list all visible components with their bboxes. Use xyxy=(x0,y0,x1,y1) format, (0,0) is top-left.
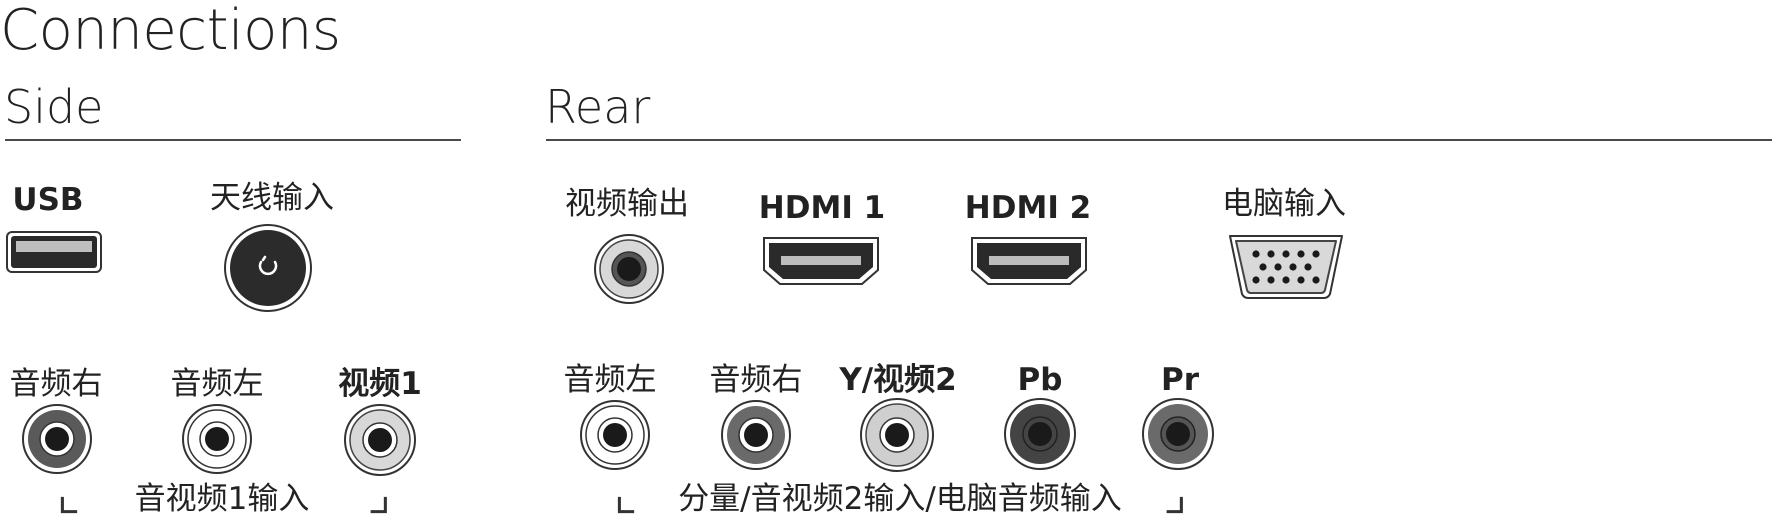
side-audio-left-jack-icon xyxy=(182,404,252,474)
side-audio-right-label: 音频右 xyxy=(9,366,103,402)
rear-pr-jack-icon xyxy=(1142,398,1214,470)
rear-group-label: 分量/音视频2输入/电脑音频输入 xyxy=(678,481,1122,517)
rear-audio-right-label: 音频右 xyxy=(709,362,803,398)
side-group-label: 音视频1输入 xyxy=(134,481,310,517)
rear-audio-right-jack-icon xyxy=(721,400,791,470)
rear-pr-label: Pr xyxy=(1160,362,1200,398)
hdmi1-port-icon xyxy=(763,237,879,285)
side-video1-label: 视频1 xyxy=(338,366,422,402)
side-video1-jack-icon xyxy=(344,404,416,476)
hdmi1-label: HDMI 1 xyxy=(758,190,886,226)
side-group-bracket-right: ∟ xyxy=(368,492,390,522)
side-divider xyxy=(5,139,461,141)
usb-port-icon xyxy=(6,231,102,273)
video-out-label: 视频输出 xyxy=(565,186,689,222)
hdmi2-label: HDMI 2 xyxy=(964,190,1092,226)
side-group-bracket-left: ∟ xyxy=(58,492,80,522)
rear-divider xyxy=(546,139,1772,141)
rear-pb-jack-icon xyxy=(1004,398,1076,470)
rear-group-bracket-left: ∟ xyxy=(615,492,637,522)
rear-heading: Rear xyxy=(545,80,651,134)
antenna-label: 天线输入 xyxy=(210,180,334,216)
side-audio-left-label: 音频左 xyxy=(170,366,264,402)
hdmi2-port-icon xyxy=(971,237,1087,285)
rear-audio-left-jack-icon xyxy=(580,400,650,470)
side-heading: Side xyxy=(4,80,104,134)
antenna-port-icon xyxy=(224,224,312,312)
rear-audio-left-label: 音频左 xyxy=(563,362,657,398)
rear-y-video2-label: Y/视频2 xyxy=(839,362,957,398)
page-title: Connections xyxy=(0,0,341,63)
rear-group-bracket-right: ∟ xyxy=(1164,492,1186,522)
video-out-jack-icon xyxy=(594,234,664,304)
rear-y-video2-jack-icon xyxy=(860,398,934,472)
rear-pb-label: Pb xyxy=(1017,362,1063,398)
pc-in-label: 电脑输入 xyxy=(1222,186,1346,222)
vga-port-icon xyxy=(1229,235,1343,299)
side-audio-right-jack-icon xyxy=(22,404,92,474)
usb-label: USB xyxy=(12,182,84,218)
